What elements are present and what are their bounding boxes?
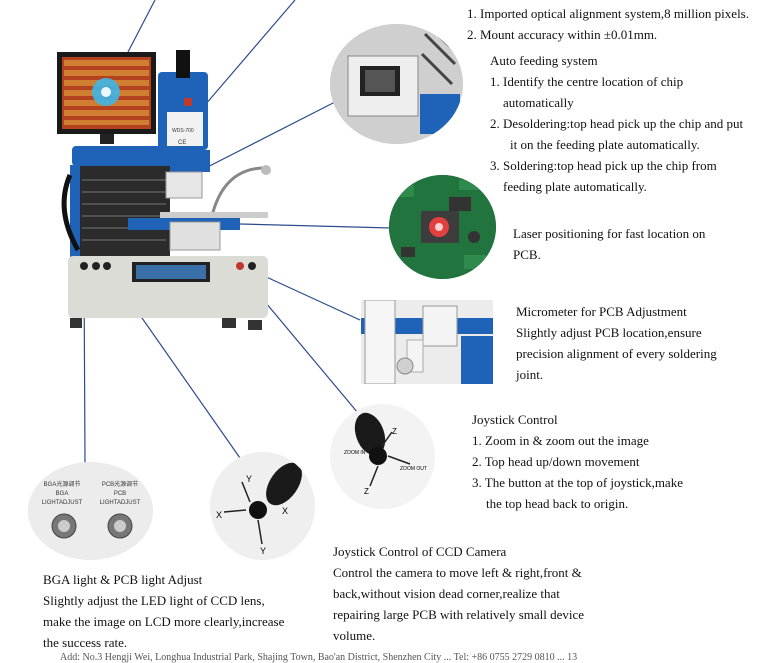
micrometer-line: Slightly adjust PCB location,ensure (516, 325, 702, 340)
joystick-title: Joystick Control (472, 412, 558, 427)
leader-line-monitor (127, 0, 156, 53)
svg-text:LIGHTADJUST: LIGHTADJUST (42, 500, 83, 506)
machine-base (68, 256, 268, 318)
ccd-joystick-section: Joystick Control of CCD Camera Control t… (333, 541, 584, 646)
autofeed-title: Auto feeding system (490, 53, 598, 68)
svg-text:Y: Y (246, 474, 252, 484)
laser-line: Laser positioning for fast location on (513, 226, 706, 241)
joystick-section: Joystick Control 1. Zoom in & zoom out t… (472, 409, 683, 514)
model-label: WDS-700 (172, 128, 194, 134)
laser-section: Laser positioning for fast location on P… (513, 223, 705, 265)
svg-text:BGA: BGA (56, 491, 69, 497)
leader-line-laser (239, 223, 391, 229)
ccd-line: Control the camera to move left & right,… (333, 565, 582, 580)
autofeed-item: 2. Desoldering:top head pick up the chip… (490, 116, 744, 131)
micrometer-detail-image (361, 300, 493, 384)
micrometer-line: joint. (516, 367, 544, 382)
ce-mark: CE (178, 140, 186, 146)
laser-line: PCB. (513, 247, 541, 262)
svg-text:PCB: PCB (114, 491, 126, 497)
light-line: Slightly adjust the LED light of CCD len… (43, 593, 265, 608)
ccd-line: back,without vision dead corner,realize … (333, 586, 560, 601)
autofeed-detail-image (330, 24, 463, 144)
autofeed-item-cont: it on the feeding plate automatically. (510, 137, 700, 152)
joystick-detail-image: Z Z ZOOM OUT ZOOM IN (330, 404, 435, 509)
svg-text:BGA光源调节: BGA光源调节 (44, 480, 81, 488)
optical-item: 2. Mount accuracy within ±0.01mm. (467, 27, 658, 42)
svg-text:ZOOM OUT: ZOOM OUT (400, 466, 427, 472)
autofeed-item: 3. Soldering:top head pick up the chip f… (490, 158, 717, 173)
light-line: make the image on LCD more clearly,incre… (43, 614, 285, 629)
leader-line-head (204, 0, 296, 106)
micrometer-section: Micrometer for PCB Adjustment Slightly a… (516, 301, 717, 385)
autofeed-section: Auto feeding system 1. Identify the cent… (490, 50, 743, 197)
optical-system-list: 1. Imported optical alignment system,8 m… (467, 3, 749, 45)
light-knobs-detail-image: BGA光源调节 BGA LIGHTADJUST PCB光源调节 PCB LIGH… (28, 462, 153, 560)
svg-text:Y: Y (260, 546, 266, 556)
leader-lines (83, 0, 391, 464)
ccd-joystick-detail-image: Y X X Y (210, 452, 315, 560)
laser-detail-image (389, 175, 496, 279)
micrometer-line: precision alignment of every soldering (516, 346, 717, 361)
autofeed-item-cont: feeding plate automatically. (503, 179, 647, 194)
autofeed-item: 1. Identify the centre location of chip (490, 74, 684, 89)
ccd-line: volume. (333, 628, 376, 643)
optical-item: 1. Imported optical alignment system,8 m… (467, 6, 749, 21)
light-title: BGA light & PCB light Adjust (43, 572, 203, 587)
light-line: the success rate. (43, 635, 128, 650)
ccd-line: repairing large PCB with relatively smal… (333, 607, 585, 622)
svg-text:PCB光源调节: PCB光源调节 (102, 480, 138, 488)
joystick-item: 1. Zoom in & zoom out the image (472, 433, 649, 448)
light-adjust-section: BGA light & PCB light Adjust Slightly ad… (43, 569, 284, 653)
svg-text:LIGHTADJUST: LIGHTADJUST (100, 500, 141, 506)
joystick-item: 2. Top head up/down movement (472, 454, 640, 469)
ccd-title: Joystick Control of CCD Camera (333, 544, 507, 559)
svg-text:X: X (216, 510, 222, 520)
micrometer-title: Micrometer for PCB Adjustment (516, 304, 687, 319)
joystick-item-cont: the top head back to origin. (486, 496, 629, 511)
svg-text:Z: Z (364, 487, 369, 496)
autofeed-item-cont: automatically (503, 95, 574, 110)
svg-text:Z: Z (392, 427, 397, 436)
footer-contact: Add: No.3 Hengji Wei, Longhua Industrial… (60, 652, 578, 663)
svg-text:X: X (282, 506, 288, 516)
leader-line-micrometer (261, 274, 361, 321)
svg-text:ZOOM IN: ZOOM IN (344, 450, 366, 456)
joystick-item: 3. The button at the top of joystick,mak… (472, 475, 683, 490)
